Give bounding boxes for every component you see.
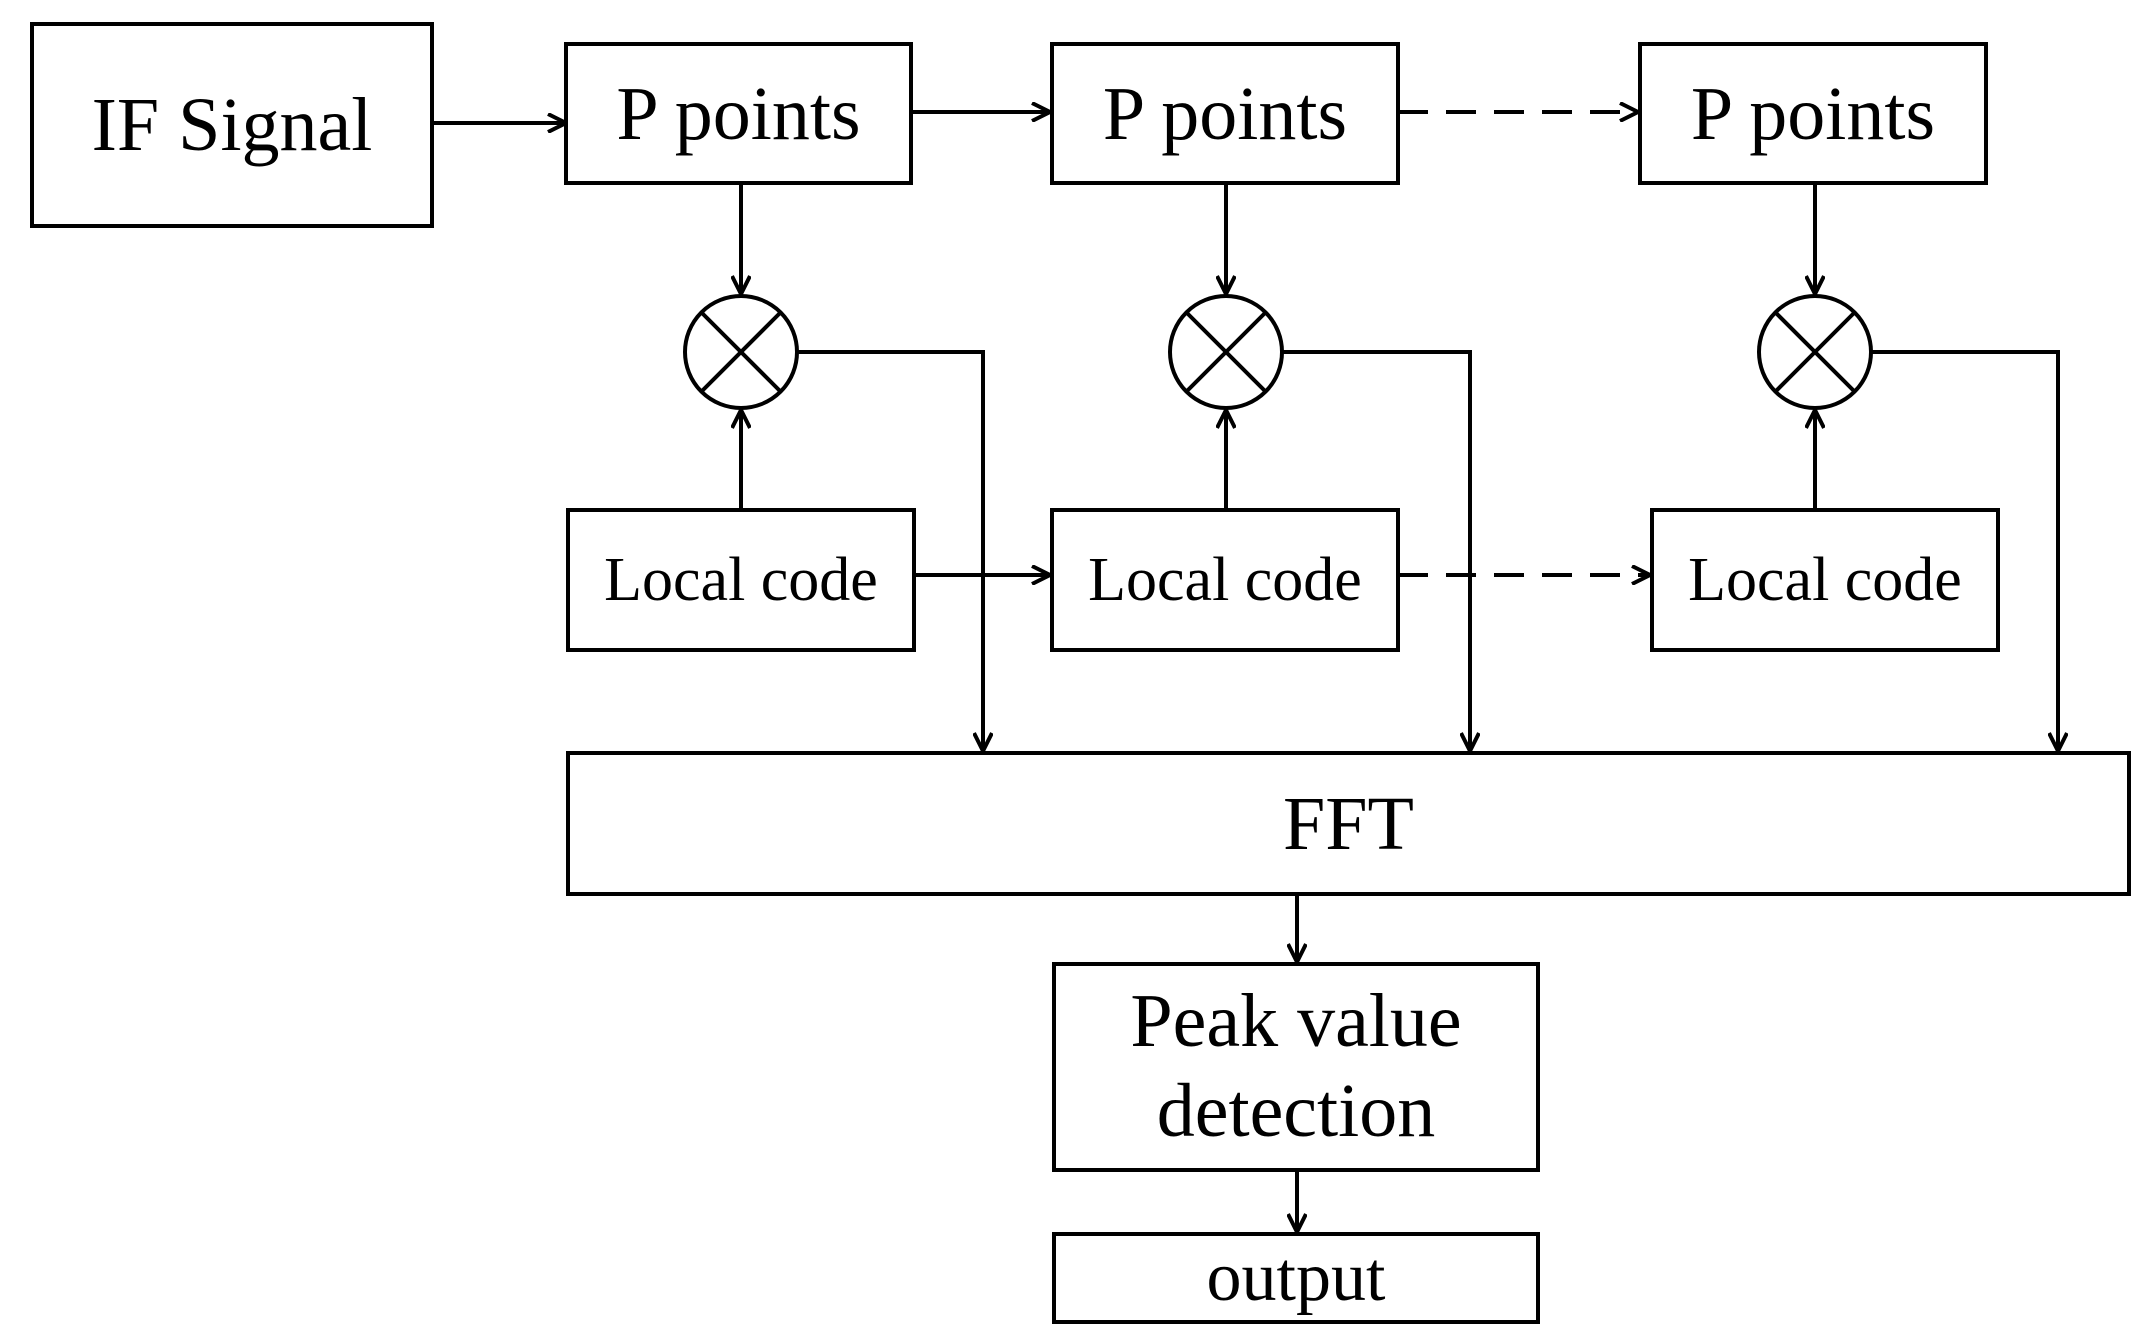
p-points-box-1: P points	[564, 42, 913, 185]
fft-label: FFT	[1283, 781, 1414, 866]
local-code-label: Local code	[1688, 546, 1962, 614]
multiplier-icon	[1168, 294, 1284, 410]
arrow-mult3-to-fft	[1871, 350, 2058, 751]
multiplier-icon	[1757, 294, 1873, 410]
arrow-mult1-to-fft	[797, 350, 983, 751]
p-points-label: P points	[1102, 71, 1348, 156]
arrow-mult2-to-fft	[1282, 350, 1470, 751]
multiplier-icon	[683, 294, 799, 410]
local-code-label: Local code	[604, 546, 878, 614]
fft-box: FFT	[566, 751, 2131, 896]
output-box: output	[1052, 1232, 1540, 1324]
p-points-box-3: P points	[1638, 42, 1988, 185]
output-label: output	[1206, 1239, 1386, 1316]
local-code-box-2: Local code	[1050, 508, 1400, 652]
p-points-label: P points	[1690, 71, 1936, 156]
peak-detection-line-1: Peak value	[1130, 979, 1462, 1064]
if-signal-label: IF Signal	[91, 83, 373, 167]
if-signal-box: IF Signal	[30, 22, 434, 228]
local-code-label: Local code	[1088, 546, 1362, 614]
peak-detection-box: Peak value detection	[1052, 962, 1540, 1172]
p-points-box-2: P points	[1050, 42, 1400, 185]
p-points-label: P points	[616, 71, 861, 156]
local-code-box-1: Local code	[566, 508, 916, 652]
local-code-box-3: Local code	[1650, 508, 2000, 652]
peak-detection-line-2: detection	[1156, 1069, 1436, 1153]
